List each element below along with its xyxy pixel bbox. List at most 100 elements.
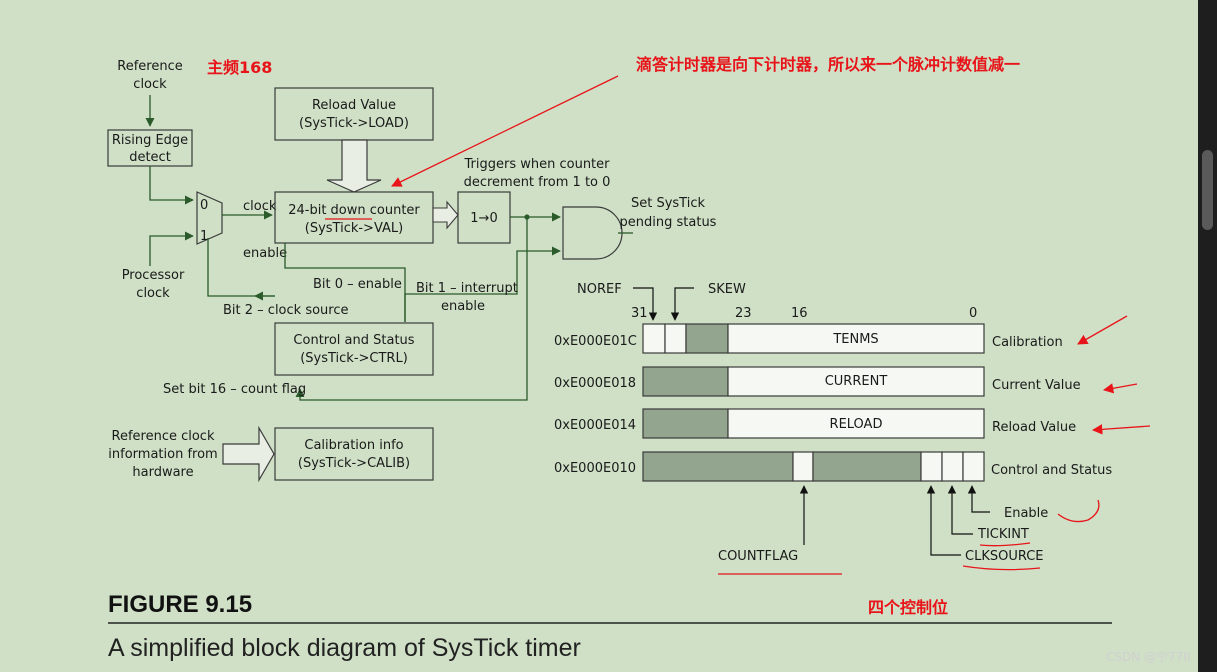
set-systick-label-2: pending status: [620, 215, 717, 230]
calib-box-label-1: Calibration info: [304, 438, 403, 453]
reload-address: 0xE000E014: [554, 418, 636, 433]
calibration-box: [274, 427, 434, 481]
scrollbar-thumb[interactable]: [1202, 150, 1213, 230]
ref-clock-info-1: Reference clock: [112, 429, 215, 444]
calib-mark-arrow: [1077, 315, 1128, 345]
bit-0-label: 0: [969, 306, 977, 321]
rising-edge-label-2: detect: [129, 150, 171, 165]
noref-arrow: [633, 287, 658, 321]
control-box-label-2: (SysTick->CTRL): [300, 351, 408, 366]
watermark: CSDN @宁77II: [1106, 649, 1190, 664]
calib-reserved: [685, 323, 729, 354]
ctrl-address: 0xE000E010: [554, 461, 636, 476]
reload-load-arrow: [326, 139, 382, 193]
counter-to-transition-arrow: [432, 200, 459, 230]
reference-clock-label-2: clock: [133, 77, 167, 92]
enable-squiggle: [1057, 499, 1100, 523]
ctrl-reserved-low: [812, 451, 922, 482]
calib-input-arrow: [222, 425, 275, 483]
reload-box-label-2: (SysTick->LOAD): [299, 116, 409, 131]
current-reserved: [642, 366, 729, 397]
and-gate: [562, 206, 623, 260]
down-counter-label-1: 24-bit down counter: [288, 203, 420, 218]
noref-label: NOREF: [577, 282, 622, 297]
rising-edge-label-1: Rising Edge: [112, 133, 188, 148]
processor-clock-label-1: Processor: [122, 268, 185, 283]
clock-label: clock: [243, 199, 277, 214]
note-arrow: [391, 75, 619, 187]
bit1-label-2: enable: [441, 299, 485, 314]
control-status-box: [274, 322, 434, 376]
triggers-note-2: decrement from 1 to 0: [464, 175, 611, 190]
figure-number: FIGURE 9.15: [108, 591, 252, 618]
interrupt-enable-line: [404, 246, 561, 322]
down-counter-note: 滴答计时器是向下计时器，所以来一个脉冲计数值减一: [636, 55, 1020, 74]
count-flag-line: [295, 217, 528, 401]
bit0-label: Bit 0 – enable: [313, 277, 402, 292]
bit-16-label: 16: [791, 306, 808, 321]
clock-mux: [196, 191, 223, 245]
tickint-label: TICKINT: [977, 527, 1029, 542]
tickint-bit: [941, 451, 964, 482]
figure-caption: A simplified block diagram of SysTick ti…: [108, 634, 581, 662]
control-box-label-1: Control and Status: [293, 333, 414, 348]
current-label: CURRENT: [825, 374, 888, 389]
enable-pointer: [967, 485, 990, 513]
reload-box-label-1: Reload Value: [312, 98, 396, 113]
current-mark-arrow: [1102, 383, 1138, 394]
vertical-scrollbar[interactable]: [1198, 0, 1217, 672]
enable-label: enable: [243, 246, 287, 261]
reload-value-box: [274, 87, 434, 141]
noref-bit: [642, 323, 666, 354]
counter-prefix: 24-bit: [288, 203, 330, 218]
down-counter-label-2: (SysTick->VAL): [305, 221, 403, 236]
calib-box-label-2: (SysTick->CALIB): [298, 456, 410, 471]
enable-label-reg: Enable: [1004, 506, 1048, 521]
reload-field: [727, 408, 985, 439]
current-name: Current Value: [992, 378, 1081, 393]
counter-suffix: counter: [366, 203, 421, 218]
countflag-bit: [792, 451, 814, 482]
current-field: [727, 366, 985, 397]
proc-clock-to-mux-line: [149, 231, 194, 266]
skew-label: SKEW: [708, 282, 746, 297]
bit-31-label: 31: [631, 306, 648, 321]
reload-mark-arrow: [1091, 424, 1151, 435]
ctrl-reserved-high: [642, 451, 794, 482]
counter-down-word: down: [331, 203, 366, 218]
triggers-note-1: Triggers when counter: [464, 157, 611, 172]
countflag-label: COUNTFLAG: [718, 549, 798, 564]
main-freq-note: 主频168: [207, 58, 272, 77]
processor-clock-label-2: clock: [136, 286, 170, 301]
reload-reserved: [642, 408, 729, 439]
clksource-pointer: [926, 485, 961, 556]
ref-clock-info-3: hardware: [132, 465, 193, 480]
edge-to-mux-line: [149, 166, 194, 205]
skew-bit: [664, 323, 687, 354]
tenms-field: [727, 323, 985, 354]
tickint-underline: [979, 542, 1031, 547]
tickint-pointer: [947, 485, 973, 535]
mux-input-0: 0: [200, 198, 208, 213]
tenms-label: TENMS: [832, 332, 878, 347]
transition-label: 1→0: [470, 211, 497, 226]
mux-input-1: 1: [200, 229, 208, 244]
clksource-label: CLKSOURCE: [965, 549, 1044, 564]
reload-name: Reload Value: [992, 420, 1076, 435]
calib-address: 0xE000E01C: [554, 334, 637, 349]
current-address: 0xE000E018: [554, 376, 636, 391]
bit-23-label: 23: [735, 306, 752, 321]
set-systick-label-1: Set SysTick: [631, 196, 705, 211]
four-controls-note: 四个控制位: [868, 598, 948, 617]
bit1-label-1: Bit 1 – interrupt: [416, 281, 518, 296]
clksource-bit: [920, 451, 943, 482]
count-flag-label: Set bit 16 – count flag: [163, 382, 306, 397]
ctrl-name: Control and Status: [991, 463, 1112, 478]
mux-select-line: [207, 238, 275, 297]
skew-arrow: [670, 287, 694, 321]
reload-label: RELOAD: [830, 417, 883, 432]
ref-clock-info-2: information from: [108, 447, 217, 462]
clksource-underline: [962, 565, 1041, 571]
